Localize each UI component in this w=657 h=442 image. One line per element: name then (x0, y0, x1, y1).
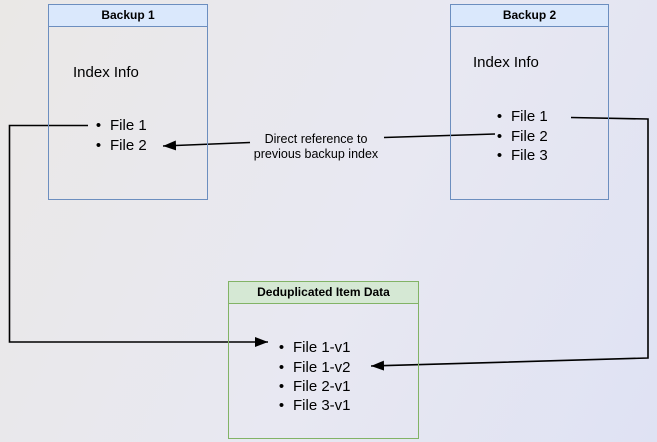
bullet-icon: • (278, 397, 285, 415)
dedup-file-list: • File 1-v1 • File 1-v2 • File 2-v1 • Fi… (275, 338, 351, 416)
bullet-icon: • (278, 339, 285, 357)
direct-reference-label-line1: Direct reference to (264, 132, 368, 146)
bullet-icon: • (95, 117, 102, 135)
dedup-file-item: • File 2-v1 (275, 377, 351, 396)
backup2-file-item: • File 2 (493, 126, 548, 145)
dedup-box: Deduplicated Item Data (228, 281, 419, 439)
backup1-index-info-label: Index Info (73, 64, 139, 81)
file-label: File 1 (110, 117, 147, 135)
file-label: File 1-v2 (293, 358, 351, 376)
file-label: File 2-v1 (293, 377, 351, 395)
file-label: File 2 (110, 136, 147, 154)
dedup-file-item: • File 1-v1 (275, 338, 351, 357)
dedup-title: Deduplicated Item Data (229, 282, 418, 304)
file-label: File 3 (511, 146, 548, 164)
backup1-file-item: • File 2 (92, 135, 147, 154)
file-label: File 1 (511, 108, 548, 126)
bullet-icon: • (496, 108, 503, 126)
direct-reference-label-line2: previous backup index (253, 146, 379, 161)
backup2-title: Backup 2 (451, 5, 608, 27)
backup1-file-item: • File 1 (92, 116, 147, 135)
backup1-box: Backup 1 (48, 4, 208, 200)
backup1-title: Backup 1 (49, 5, 207, 27)
dedup-file-item: • File 1-v2 (275, 357, 351, 376)
bullet-icon: • (278, 377, 285, 395)
file-label: File 1-v1 (293, 339, 351, 357)
dedup-file-item: • File 3-v1 (275, 396, 351, 415)
backup2-file-list: • File 1 • File 2 • File 3 (493, 107, 548, 165)
bullet-icon: • (95, 136, 102, 154)
backup1-file-list: • File 1 • File 2 (92, 116, 147, 155)
direct-reference-label: Direct reference to previous backup inde… (236, 132, 396, 161)
bullet-icon: • (496, 146, 503, 164)
bullet-icon: • (278, 358, 285, 376)
bullet-icon: • (496, 127, 503, 145)
file-label: File 2 (511, 127, 548, 145)
file-label: File 3-v1 (293, 397, 351, 415)
backup2-box: Backup 2 (450, 4, 609, 200)
backup2-index-info-label: Index Info (473, 54, 539, 71)
backup2-file-item: • File 3 (493, 146, 548, 165)
backup2-file-item: • File 1 (493, 107, 548, 126)
